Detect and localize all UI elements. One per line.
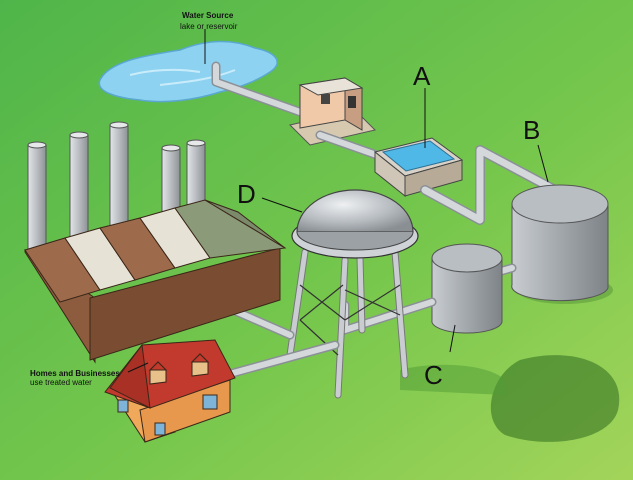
water-source-subtitle: lake or reservoir [180,22,238,31]
pipe-a-to-b [420,145,560,225]
label-d: D [237,179,256,209]
storage-tank-b [511,184,613,304]
pump-house [289,77,376,146]
homes-title: Homes and Businesses [30,369,120,378]
factory-building [24,199,287,364]
treatment-basin-a [373,137,464,198]
water-tower-d [286,189,419,399]
pipe-shadow [400,364,505,395]
lake-ripples [129,68,236,86]
tank-shadow [490,355,620,442]
label-a: A [413,61,431,91]
pipe-pumphouse-to-a [315,130,390,163]
label-c: C [424,360,443,390]
leader-lines [127,29,549,373]
house [104,339,236,443]
label-b: B [523,115,540,145]
pipe-lake-to-pumphouse [211,61,305,117]
homes-subtitle: use treated water [30,378,92,387]
storage-tank-c [431,243,503,334]
water-source-title: Water Source [182,11,234,20]
